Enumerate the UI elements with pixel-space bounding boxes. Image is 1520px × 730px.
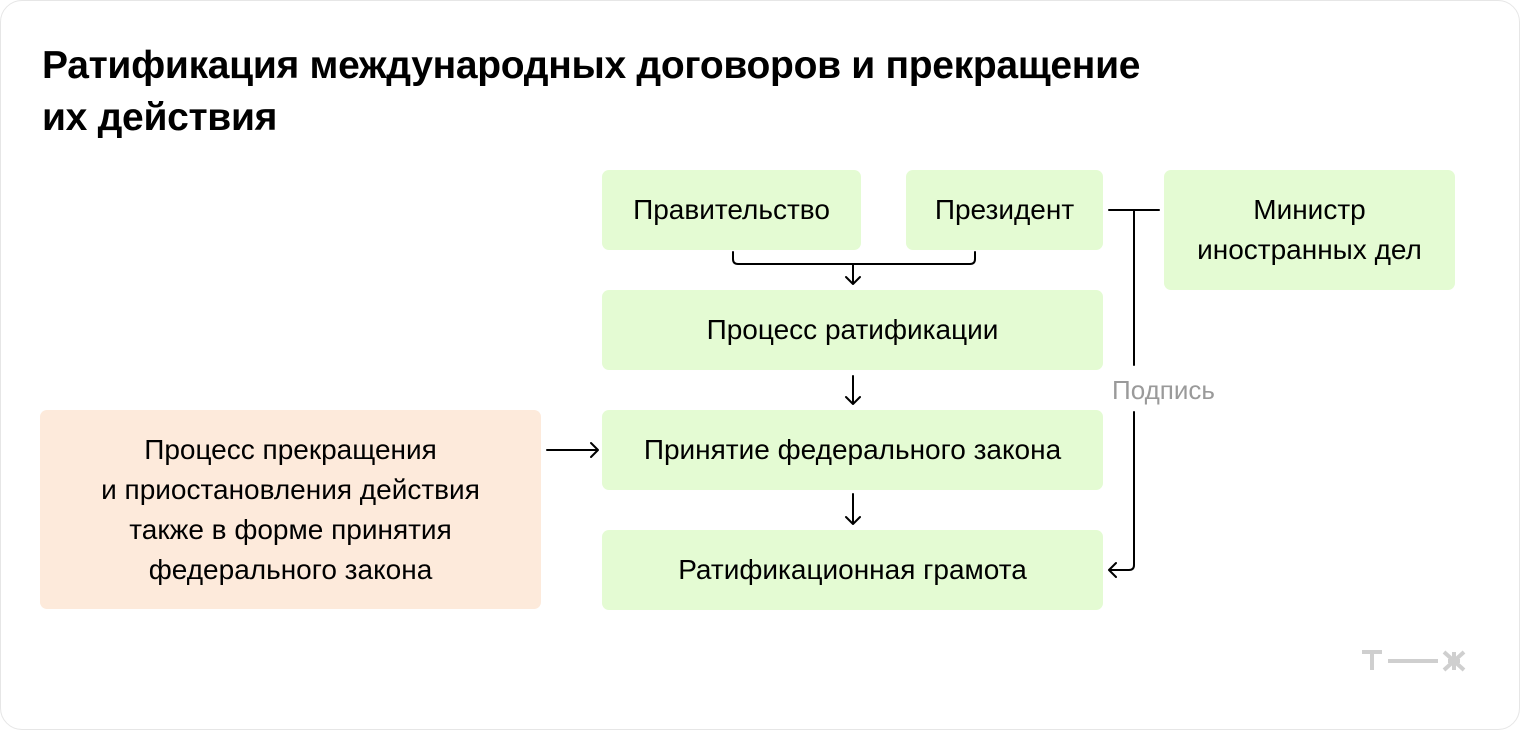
tzh-logo	[1362, 650, 1466, 672]
signature-label: Подпись	[1112, 375, 1215, 405]
node-federal-law: Принятие федерального закона	[602, 410, 1103, 490]
node-termination-process: Процесс прекращения и приостановления де…	[40, 410, 541, 609]
arrow-to-ratification	[845, 263, 861, 285]
node-ratification-process: Процесс ратификации	[602, 290, 1103, 370]
arrow-to-federal-law	[845, 375, 861, 405]
node-federal-law-label: Принятие федерального закона	[643, 434, 1062, 465]
node-government-label: Правительство	[633, 194, 830, 225]
bracket-connector	[732, 251, 976, 265]
signature-connector-top	[1108, 209, 1160, 366]
node-minister-label: Министр иностранных дел	[1197, 194, 1422, 265]
node-ratification-instrument: Ратификационная грамота	[602, 530, 1103, 610]
node-ratification-process-label: Процесс ратификации	[706, 314, 999, 345]
node-ratification-instrument-label: Ратификационная грамота	[678, 554, 1027, 585]
node-minister: Министр иностранных дел	[1164, 170, 1455, 290]
node-government: Правительство	[602, 170, 861, 250]
arrow-to-instrument	[845, 493, 861, 525]
signature-connector-bottom	[1108, 411, 1135, 578]
arrow-termination-to-law	[546, 442, 599, 458]
node-president: Президент	[906, 170, 1103, 250]
diagram-title: Ратификация международных договоров и пр…	[42, 44, 1141, 139]
node-termination-process-label: Процесс прекращения и приостановления де…	[101, 433, 480, 585]
node-president-label: Президент	[934, 194, 1075, 225]
